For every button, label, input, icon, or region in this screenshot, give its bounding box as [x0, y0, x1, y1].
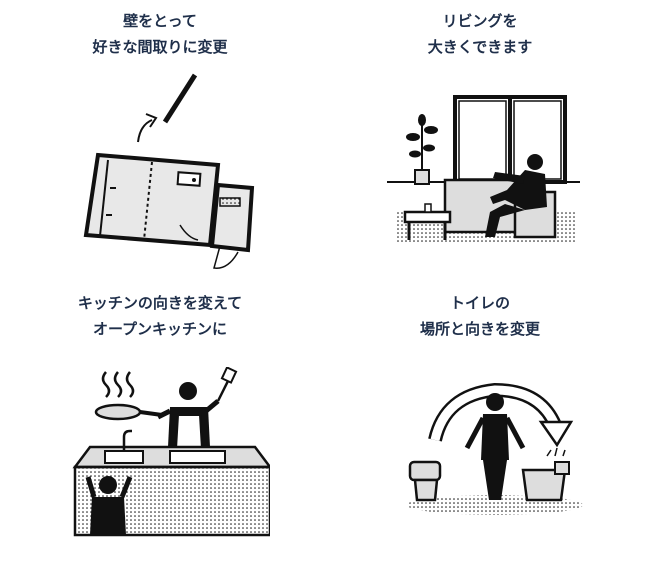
panel-kitchen: キッチンの向きを変えて オープンキッチンに — [10, 282, 310, 564]
caption-line-1: 壁をとって — [123, 12, 197, 30]
caption-line-1: リビングを — [442, 12, 518, 30]
caption-line-1: キッチンの向きを変えて — [77, 294, 243, 312]
caption-line-2: 大きくできます — [427, 38, 533, 56]
caption-line-2: 好きな間取りに変更 — [92, 38, 228, 56]
panel-caption: トイレの 場所と向きを変更 — [330, 290, 630, 342]
caption-line-1: トイレの — [449, 294, 510, 312]
panel-toilet: トイレの 場所と向きを変更 — [330, 282, 630, 564]
caption-line-2: オープンキッチンに — [92, 320, 228, 338]
kitchen-icon — [72, 367, 270, 537]
floorplan-icon — [83, 73, 255, 269]
living-room-icon — [387, 95, 580, 244]
panel-caption: リビングを 大きくできます — [330, 8, 630, 60]
panel-wall-removal: 壁をとって 好きな間取りに変更 — [10, 0, 310, 280]
caption-line-2: 場所と向きを変更 — [419, 320, 540, 338]
panel-living-room: リビングを 大きくできます — [330, 0, 630, 280]
panel-caption: 壁をとって 好きな間取りに変更 — [10, 8, 310, 60]
toilet-icon — [407, 382, 583, 515]
panel-caption: キッチンの向きを変えて オープンキッチンに — [10, 290, 310, 342]
